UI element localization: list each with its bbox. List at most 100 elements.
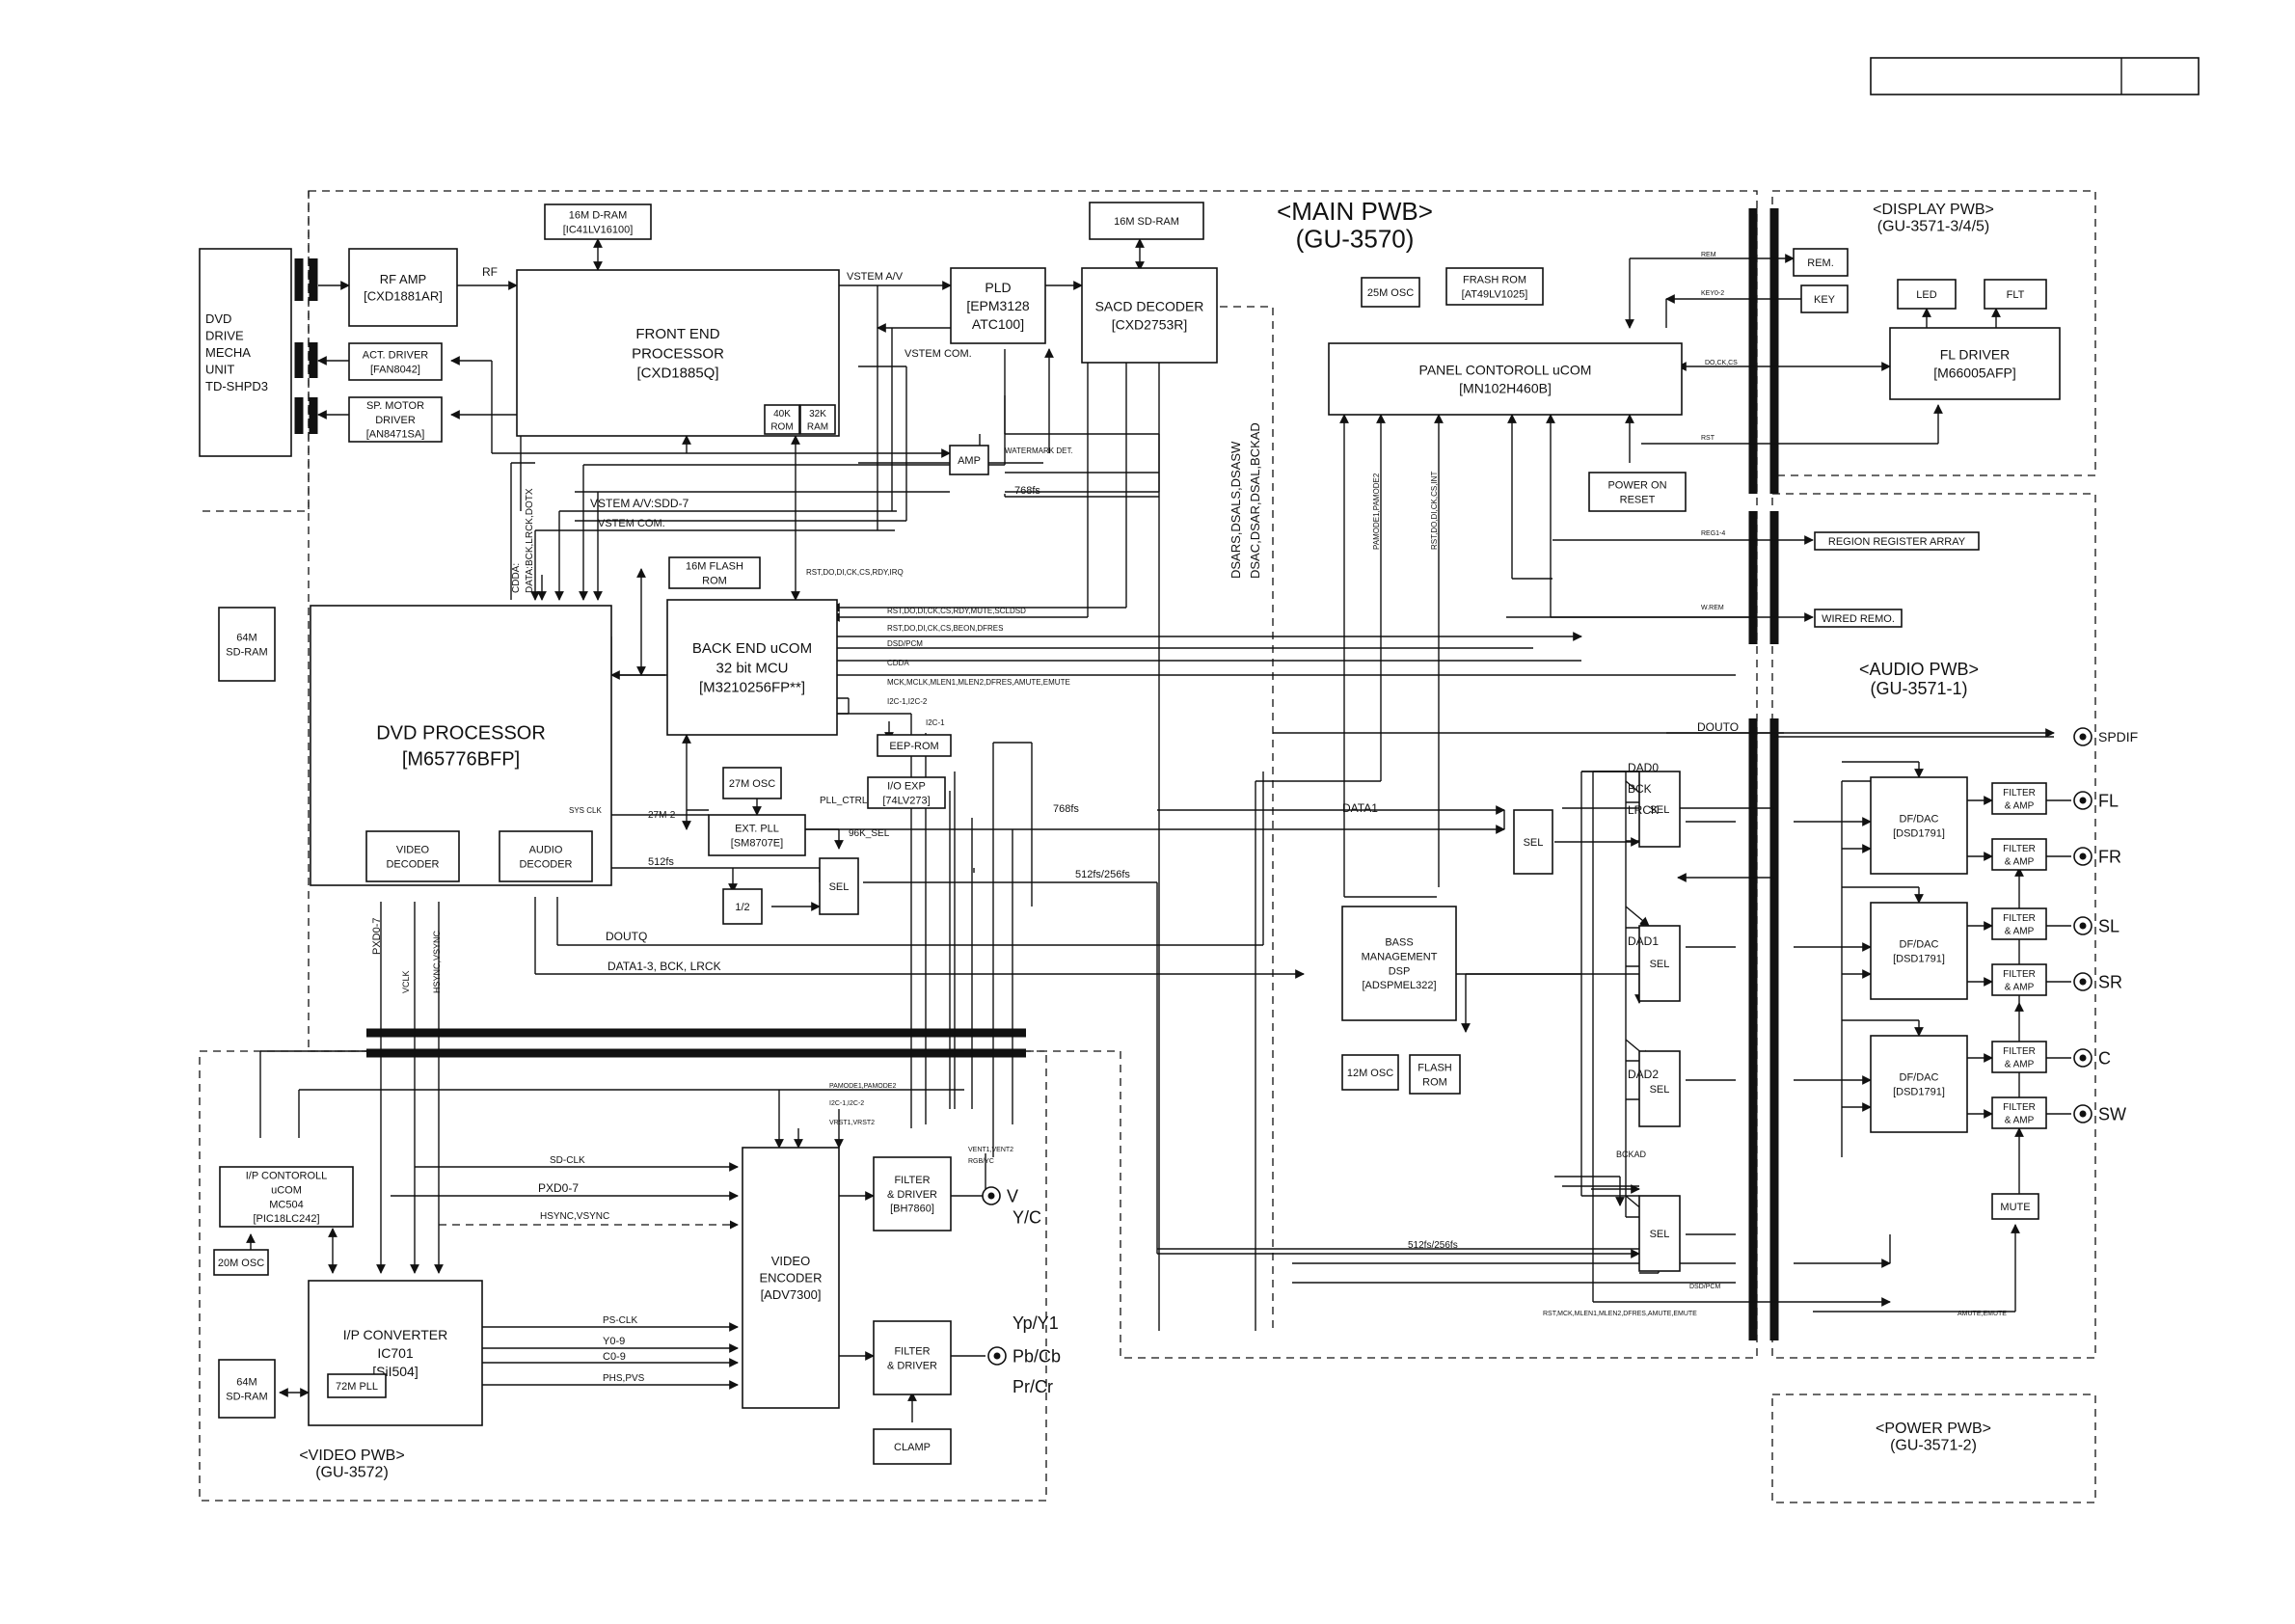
block-osc27-label: 27M OSC (729, 778, 775, 790)
block-act-driver-label: ACT. DRIVER (363, 349, 429, 361)
signal-pll-ctrl: PLL_CTRL (820, 796, 868, 806)
block-sel-small: SEL (819, 857, 859, 915)
signal-pxd2: PXD0-7 (538, 1181, 579, 1195)
block-sel-b: SEL (1638, 925, 1681, 1002)
block-panel-label: PANEL CONTOROLL uCOM (1419, 362, 1592, 377)
block-ip-ctrl-label: I/P CONTOROLL (246, 1171, 328, 1182)
block-clamp-label: CLAMP (894, 1442, 931, 1453)
signal-reg-s: REG1-4 (1701, 530, 1725, 537)
block-bass-label: BASS (1385, 937, 1413, 949)
region-power-title: <POWER PWB> (1876, 1421, 1991, 1437)
block-region-label: REGION REGISTER ARRAY (1828, 536, 1966, 548)
block-osc12: 12M OSC (1341, 1054, 1399, 1091)
block-fa4-label: & AMP (2005, 982, 2035, 992)
block-wired-label: WIRED REMO. (1822, 613, 1895, 625)
region-display-title: (GU-3571-3/4/5) (1877, 219, 1990, 235)
signal-y09: Y0-9 (603, 1336, 625, 1347)
block-fa5-label: & AMP (2005, 1059, 2035, 1069)
block-dram-label: 16M D-RAM (569, 209, 628, 221)
signal-pxd: PXD0-7 (371, 917, 383, 955)
signal-dad0: DAD0 (1628, 761, 1659, 774)
block-dram: 16M D-RAM[IC41LV16100] (544, 203, 652, 240)
signal-i2c1: I2C-1,I2C-2 (887, 697, 928, 706)
block-fep-ram-label: 32K (809, 409, 826, 420)
block-region: REGION REGISTER ARRAY (1814, 531, 1980, 551)
region-main-title: <MAIN PWB> (1277, 197, 1433, 226)
signal-cdda: CDDA: (511, 563, 522, 593)
block-panel: PANEL CONTOROLL uCOM[MN102H460B] (1328, 342, 1683, 416)
block-eep-label: EEP-ROM (889, 741, 938, 752)
block-video-dec-label: VIDEO (396, 844, 430, 855)
block-led-label: LED (1916, 289, 1936, 301)
signal-douto: DOUTO (1697, 720, 1739, 734)
signal-rst-s: RST (1701, 435, 1715, 442)
block-ip-ctrl-label: uCOM (271, 1184, 302, 1196)
block-fa6-label: FILTER (2003, 1102, 2036, 1113)
block-clamp: CLAMP (873, 1428, 952, 1465)
block-flash-bass-label: ROM (1422, 1076, 1447, 1088)
block-sdram64-label: 64M (236, 632, 256, 643)
block-dvd-proc: DVD PROCESSOR[M65776BFP] (310, 605, 612, 886)
block-half: 1/2 (722, 888, 763, 925)
signal-rgb: RGB/YC (968, 1158, 994, 1165)
signal-vstem-av-sdd: VSTEM A/V:SDD-7 (590, 497, 689, 510)
signal-cdda3: CDDA (887, 659, 909, 667)
block-flash-rom: FRASH ROM[AT49LV1025] (1445, 267, 1544, 306)
signal-rem-s: REM (1701, 252, 1716, 258)
block-ext-pll-label: [SM8707E] (731, 837, 783, 849)
signal-dad1: DAD1 (1628, 934, 1659, 948)
output-sr-label: SR (2098, 972, 2122, 991)
signal-dad2: DAD2 (1628, 1068, 1659, 1081)
signal-phs: PHS,PVS (603, 1373, 645, 1384)
signal-cdda2: DATA:BCK,LRCK,DOTX (525, 488, 535, 593)
region-power-title: (GU-3571-2) (1890, 1438, 1977, 1454)
block-fep-rom-label: 40K (773, 409, 791, 420)
signal-dsa1: DSARS,DSALS,DSASW (1228, 441, 1243, 579)
block-mecha-label: MECHA (205, 345, 251, 360)
block-osc25-label: 25M OSC (1367, 287, 1414, 299)
block-sel-small-label: SEL (829, 881, 850, 893)
output-sw-jack: SW (2073, 1104, 2126, 1123)
block-rf-amp-label: RF AMP (380, 272, 426, 286)
output-spdif-jack: SPDIF (2073, 727, 2138, 746)
block-mecha-label: TD-SHPD3 (205, 379, 268, 393)
block-fa5-label: FILTER (2003, 1046, 2036, 1057)
block-sel-c-label: SEL (1650, 1084, 1670, 1096)
signal-i2c2: I2C-1,I2C-2 (829, 1100, 864, 1107)
block-fa2-label: FILTER (2003, 844, 2036, 854)
signal-vstem-com: VSTEM COM. (904, 348, 972, 360)
signal-wires (246, 238, 2071, 1422)
block-sel-b-label: SEL (1650, 959, 1670, 970)
output-c-jack: C (2073, 1048, 2111, 1068)
block-sacd-sdram-label: 16M SD-RAM (1114, 216, 1179, 228)
output-fl-label: FL (2098, 791, 2119, 810)
signal-key-s: KEY0-2 (1701, 290, 1724, 297)
block-backend-label: BACK END uCOM (692, 640, 812, 657)
signal-vrst: VRST1,VRST2 (829, 1120, 875, 1126)
block-fd1-label: FILTER (894, 1175, 930, 1186)
block-sel-a: SEL (1638, 771, 1681, 848)
block-dac3-label: [DSD1791] (1893, 1086, 1945, 1097)
block-fep-ram-label: RAM (807, 421, 828, 432)
signal-fs768b: 768fs (1053, 803, 1079, 815)
dsa-dashed-route (1220, 306, 1274, 1331)
block-amp: AMP (949, 445, 989, 475)
block-mute: MUTE (1991, 1193, 2039, 1220)
block-io-exp: I/O EXP[74LV273] (867, 776, 946, 809)
signal-mck: MCK,MCLK,MLEN1,MLEN2,DFRES,AMUTE,EMUTE (887, 678, 1070, 687)
block-fa3-label: & AMP (2005, 926, 2035, 936)
signal-pamode2: PAMODE1,PAMODE2 (829, 1083, 896, 1090)
block-fep-label: [CXD1885Q] (636, 365, 718, 382)
output-pr-label: Pr/Cr (1012, 1377, 1053, 1396)
region-audio-title: <AUDIO PWB> (1859, 660, 1979, 679)
block-pll72: 72M PLL (327, 1373, 387, 1398)
signal-rst2: RST,DO,DI,CK,CS,RDY,MUTE,SCLDSD (887, 607, 1026, 615)
block-key-label: KEY (1814, 294, 1836, 306)
block-fa6: FILTER& AMP (1991, 1096, 2047, 1129)
output-sw-label: SW (2098, 1104, 2126, 1123)
